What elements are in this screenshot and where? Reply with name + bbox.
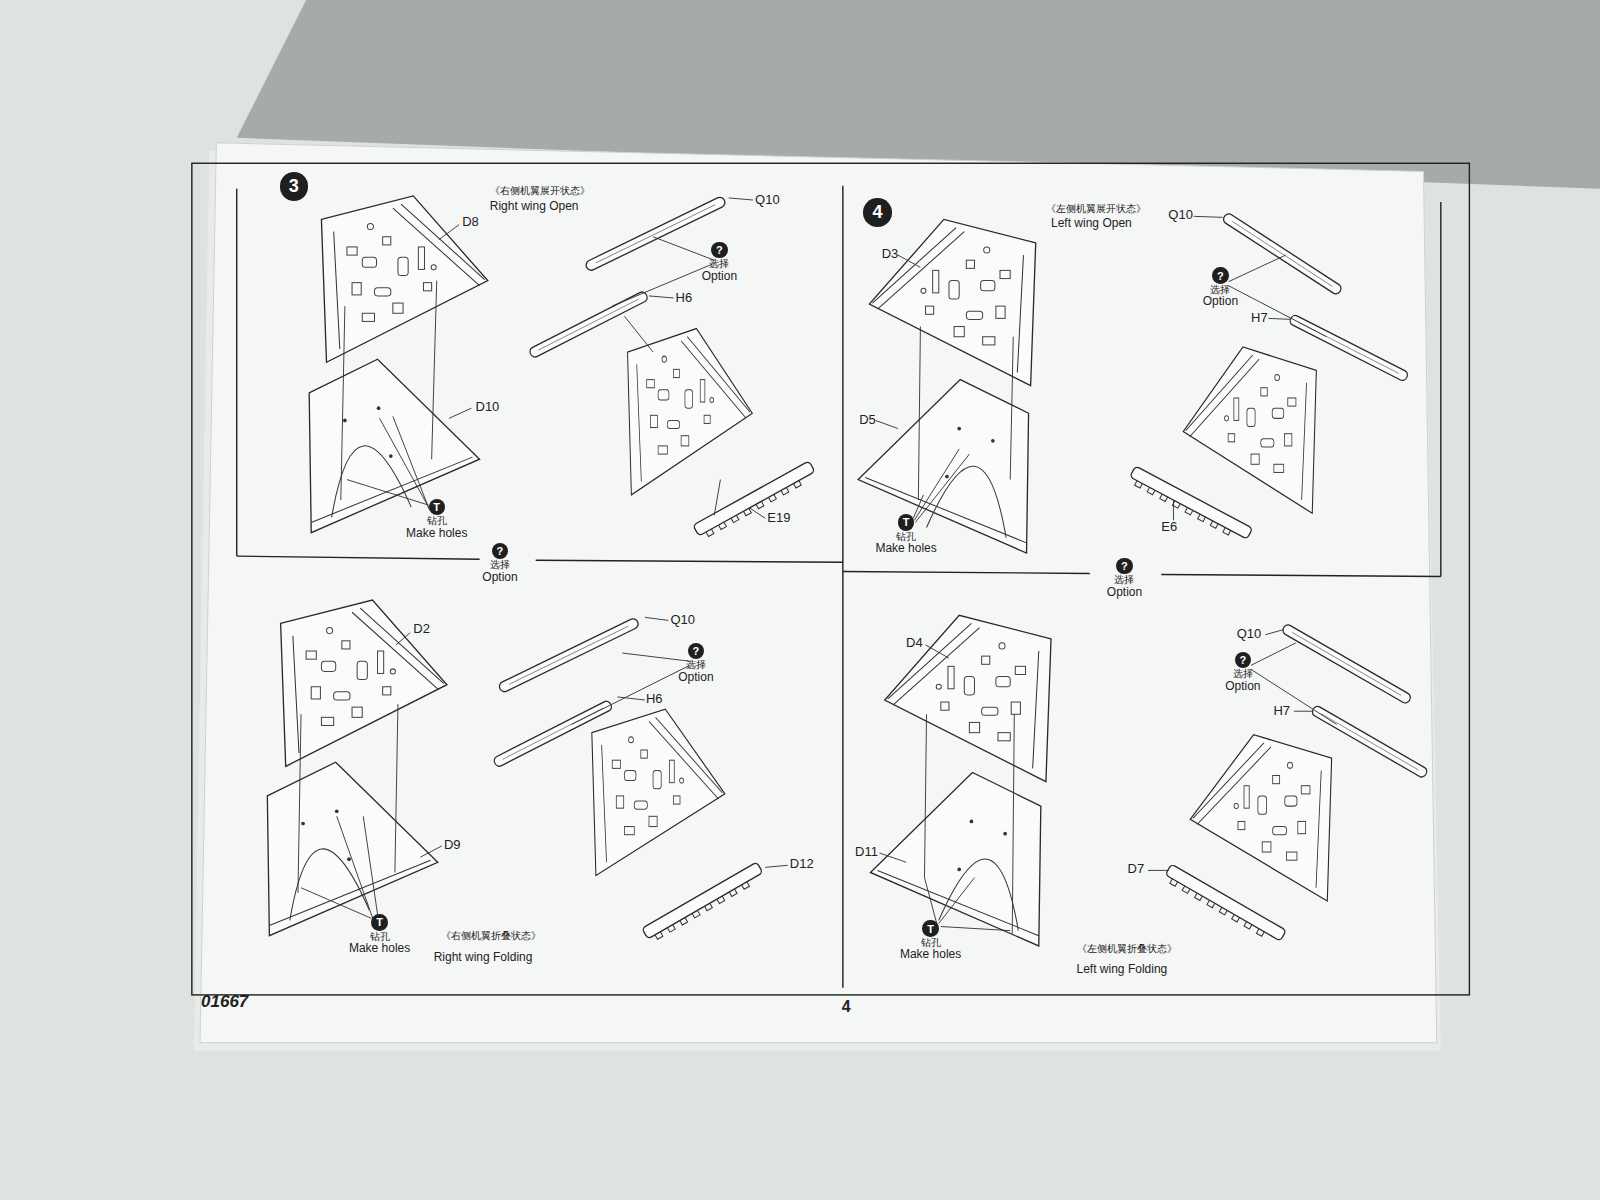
symbol-icon: T钻孔Make holes <box>900 920 961 962</box>
icon-caption: Make holes <box>900 948 961 962</box>
icon-circle: ? <box>492 543 508 559</box>
symbol-icon: ?选择Option <box>1225 652 1260 694</box>
part-number: D3 <box>882 247 899 262</box>
icon-circle: ? <box>1235 652 1251 668</box>
caption-text: 《右侧机翼折叠状态》 <box>441 930 541 942</box>
part-number: H7 <box>1273 704 1290 719</box>
part-number: D7 <box>1128 862 1145 877</box>
icon-caption: 选择 <box>1233 668 1253 680</box>
part-number: D12 <box>790 857 814 872</box>
icon-circle: ? <box>711 242 727 258</box>
icon-circle: ? <box>688 643 704 659</box>
icon-circle: 3 <box>280 172 309 201</box>
icon-caption: Option <box>1203 295 1238 309</box>
icon-circle: T <box>922 920 938 936</box>
caption-text: 01667 <box>201 992 248 1012</box>
part-number: H6 <box>646 692 663 707</box>
part-number: D2 <box>413 622 430 637</box>
part-number: E19 <box>767 511 790 526</box>
caption-text: 4 <box>842 998 851 1016</box>
icon-caption: 钻孔 <box>921 937 941 949</box>
icon-circle: 4 <box>863 198 892 227</box>
part-number: H7 <box>1251 311 1268 326</box>
symbol-icon: ?选择Option <box>482 543 517 585</box>
symbol-icon: ?选择Option <box>702 242 737 284</box>
step-number: 4 <box>863 198 892 227</box>
icon-caption: Option <box>1107 586 1142 600</box>
icon-caption: 钻孔 <box>427 515 447 527</box>
icon-caption: 钻孔 <box>896 531 916 543</box>
caption-text: Right wing Folding <box>434 951 533 965</box>
part-number: Q10 <box>755 193 780 208</box>
part-number: D4 <box>906 636 923 651</box>
icon-caption: Option <box>678 671 713 685</box>
icon-caption: 选择 <box>1114 574 1134 586</box>
part-number: E6 <box>1161 520 1177 535</box>
part-number: H6 <box>676 291 693 306</box>
icon-circle: T <box>898 514 914 530</box>
part-number: Q10 <box>1168 208 1193 223</box>
icon-caption: Option <box>1225 680 1260 694</box>
symbol-icon: T钻孔Make holes <box>875 514 936 556</box>
icon-caption: Option <box>702 270 737 284</box>
icon-circle: T <box>429 499 445 515</box>
icon-caption: Make holes <box>875 542 936 556</box>
icon-caption: Make holes <box>349 942 410 956</box>
caption-text: 《左侧机翼展开状态》 <box>1046 203 1146 215</box>
part-number: D11 <box>855 845 878 860</box>
icon-caption: 选择 <box>1210 284 1230 296</box>
icon-caption: 钻孔 <box>370 931 390 943</box>
caption-text: Right wing Open <box>490 200 579 214</box>
icon-caption: Make holes <box>406 527 467 541</box>
symbol-icon: ?选择Option <box>678 643 713 685</box>
part-number: Q10 <box>1237 627 1262 642</box>
icon-caption: 选择 <box>490 559 510 571</box>
part-number: D9 <box>444 838 461 853</box>
icon-caption: 选择 <box>709 258 729 270</box>
icon-circle: ? <box>1116 558 1132 574</box>
icon-circle: T <box>371 914 387 930</box>
part-number: D8 <box>462 215 479 230</box>
caption-text: 《右侧机翼展开状态》 <box>490 185 590 197</box>
symbol-icon: ?选择Option <box>1203 267 1238 309</box>
icon-circle: ? <box>1212 267 1228 283</box>
part-number: D5 <box>859 413 876 428</box>
caption-text: Left wing Open <box>1051 217 1132 231</box>
part-number: Q10 <box>670 613 695 628</box>
symbol-icon: ?选择Option <box>1107 558 1142 600</box>
icon-caption: 选择 <box>686 659 706 671</box>
step-number: 3 <box>280 172 309 201</box>
symbol-icon: T钻孔Make holes <box>406 499 467 541</box>
caption-text: Left wing Folding <box>1077 963 1168 977</box>
icon-caption: Option <box>482 571 517 585</box>
part-number: D10 <box>476 400 500 415</box>
caption-text: 《左侧机翼折叠状态》 <box>1077 943 1177 955</box>
symbol-icon: T钻孔Make holes <box>349 914 410 956</box>
